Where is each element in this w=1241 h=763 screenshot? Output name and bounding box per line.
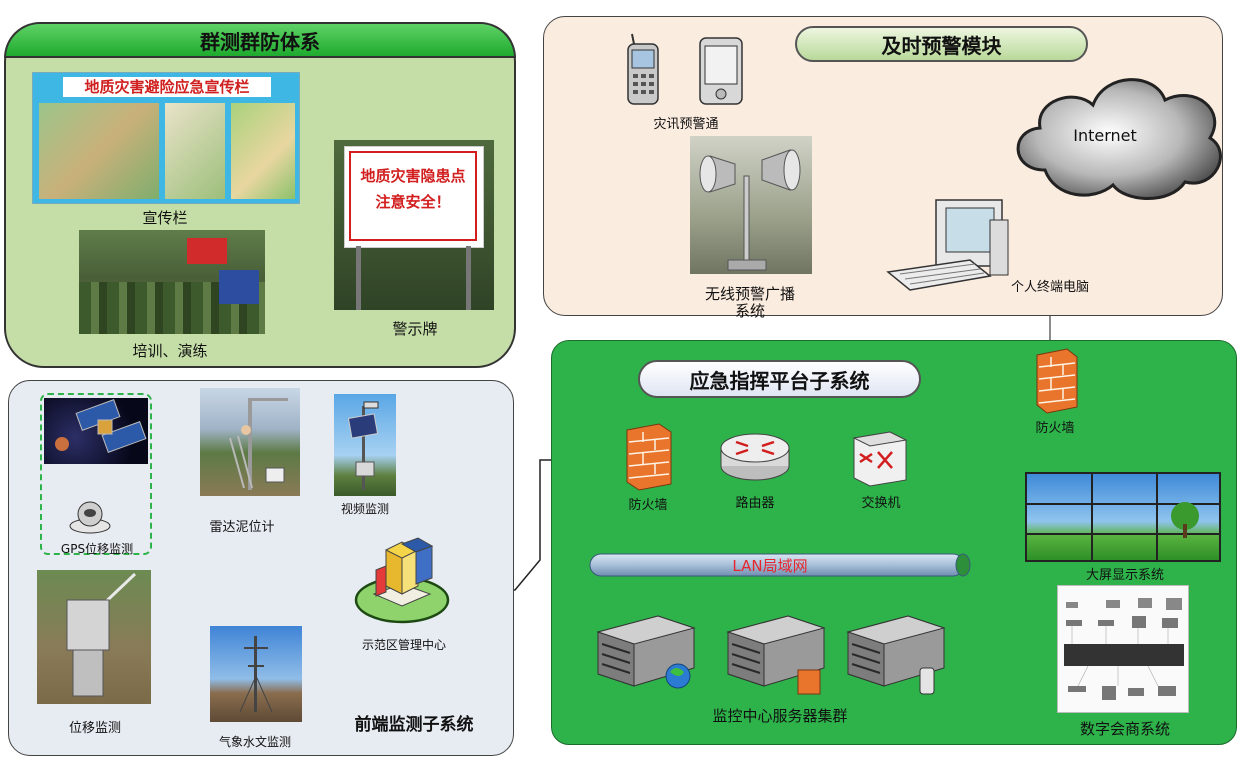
- servers-label: 监控中心服务器集群: [712, 707, 848, 725]
- broadcast-label-line2: 系统: [734, 302, 765, 320]
- warning-sign-line1: 地质灾害隐患点: [360, 167, 466, 185]
- gps-label: GPS位移监测: [60, 542, 134, 556]
- lan-pipe: [589, 553, 971, 577]
- command-title-text: 应急指挥平台子系统: [689, 369, 870, 393]
- gps-satellite-image: [44, 398, 148, 464]
- radar-level-gauge-label: 雷达泥位计: [209, 520, 275, 535]
- broadcast-speaker-image: [690, 136, 812, 274]
- video-monitoring-label: 视频监测: [340, 502, 389, 516]
- board-header: 地质灾害避险应急宣传栏: [63, 77, 271, 97]
- firewall-top-icon: [1036, 348, 1078, 414]
- personal-computer-icon: [886, 199, 1009, 291]
- gps-group-box: [40, 393, 152, 555]
- personal-computer-label: 个人终端电脑: [1010, 280, 1089, 295]
- training-drill-image: [79, 230, 265, 334]
- management-center-label: 示范区管理中心: [361, 638, 446, 652]
- conference-system-image: [1057, 585, 1189, 713]
- propaganda-board-image: 地质灾害避险应急宣传栏: [32, 72, 300, 204]
- mass-defense-title: 群测群防体系: [4, 22, 516, 58]
- warning-title: 及时预警模块: [795, 26, 1088, 62]
- router-icon: [720, 433, 790, 481]
- firewall-icon: [626, 423, 672, 491]
- server-2-icon: [726, 615, 826, 695]
- warning-sign-image: 地质灾害隐患点 注意安全！: [334, 140, 494, 310]
- propaganda-board-label: 宣传栏: [142, 209, 188, 227]
- switch-icon: [852, 431, 908, 487]
- command-title: 应急指挥平台子系统: [638, 360, 921, 398]
- big-display-image: [1025, 472, 1221, 562]
- training-drill-label: 培训、演练: [132, 342, 208, 360]
- big-display-label: 大屏显示系统: [1085, 568, 1164, 583]
- radar-level-gauge-image: [200, 388, 300, 496]
- management-center-icon: [354, 537, 450, 624]
- weather-hydrology-label: 气象水文监测: [218, 735, 291, 749]
- video-monitoring-image: [334, 394, 396, 496]
- displacement-monitoring-image: [37, 570, 151, 704]
- gps-receiver-icon: [69, 501, 111, 534]
- internet-cloud-icon: [1016, 78, 1222, 200]
- internet-label: Internet: [1073, 126, 1137, 145]
- displacement-monitoring-label: 位移监测: [68, 721, 121, 736]
- warning-sign-label: 警示牌: [392, 320, 438, 338]
- weather-hydrology-image: [210, 626, 302, 722]
- server-1-icon: [596, 615, 696, 689]
- warning-sign-line2: 注意安全！: [375, 193, 451, 211]
- warning-title-text: 及时预警模块: [881, 34, 1002, 58]
- lan-label: LAN局域网: [732, 557, 808, 575]
- firewall-label: 防火墙: [628, 498, 668, 513]
- server-3-icon: [846, 615, 946, 695]
- router-label: 路由器: [735, 496, 775, 511]
- broadcast-label-line1: 无线预警广播: [704, 285, 795, 303]
- conference-system-label: 数字会商系统: [1079, 720, 1170, 738]
- frontend-title: 前端监测子系统: [354, 715, 474, 735]
- mass-defense-title-text: 群测群防体系: [200, 30, 320, 54]
- switch-label: 交换机: [861, 496, 901, 511]
- phones-icon: [627, 33, 743, 105]
- firewall-top-label: 防火墙: [1035, 421, 1075, 436]
- phones-label: 灾讯预警通: [653, 117, 719, 132]
